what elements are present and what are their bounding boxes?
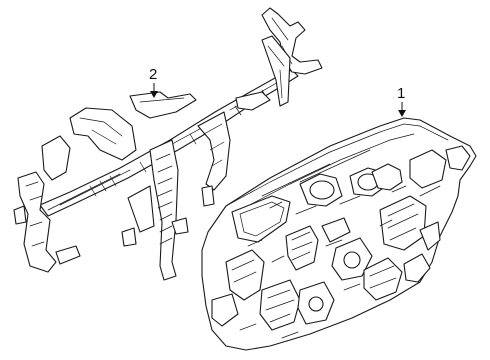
callout-1: 1 — [397, 85, 406, 117]
callout-label-2: 2 — [149, 66, 157, 83]
instrument-panel — [201, 117, 477, 351]
cross-car-beam — [13, 7, 323, 281]
callout-arrow-1 — [398, 110, 406, 117]
callout-arrow-2 — [150, 91, 158, 98]
callout-2: 2 — [149, 66, 158, 98]
callout-label-1: 1 — [397, 85, 405, 102]
